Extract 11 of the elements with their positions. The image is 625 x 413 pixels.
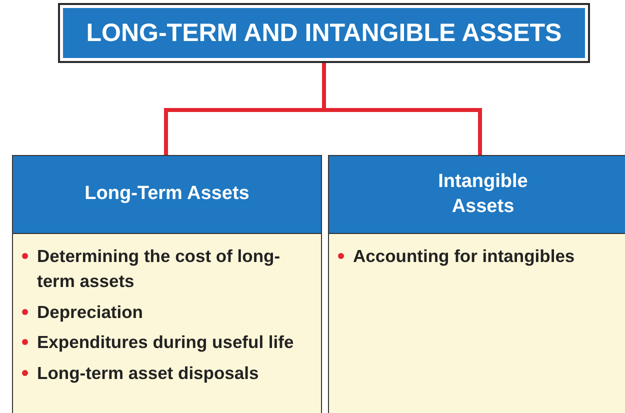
title-box [60, 5, 588, 61]
category-panel [12, 155, 322, 413]
bullet-text: Expenditures during useful life [37, 332, 294, 352]
bullet-text: Depreciation [37, 302, 143, 322]
category-panel [328, 155, 625, 413]
bullet-text: Long-term asset disposals [37, 362, 259, 382]
bullet-text: Accounting for intangibles [353, 246, 575, 266]
panel-heading: Intangible Assets [437, 170, 529, 218]
panel-heading: Long-Term Assets [84, 182, 250, 206]
title-text: LONG-TERM AND INTANGIBLE ASSETS [86, 18, 562, 48]
bullet-text: Determining the cost of long-term assets [37, 246, 280, 292]
